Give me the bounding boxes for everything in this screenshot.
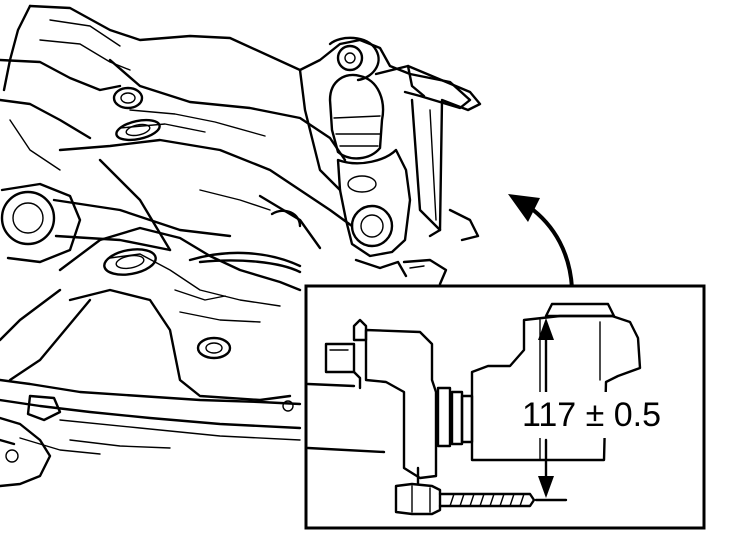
subframe-assembly <box>0 4 482 488</box>
callout-subframe <box>306 318 438 480</box>
dimension-line <box>534 318 568 502</box>
pointer-arrow <box>508 194 574 290</box>
dimension-label: 117 ± 0.5 <box>522 392 682 438</box>
callout-bolt <box>394 466 536 516</box>
callout-washers <box>436 386 474 448</box>
